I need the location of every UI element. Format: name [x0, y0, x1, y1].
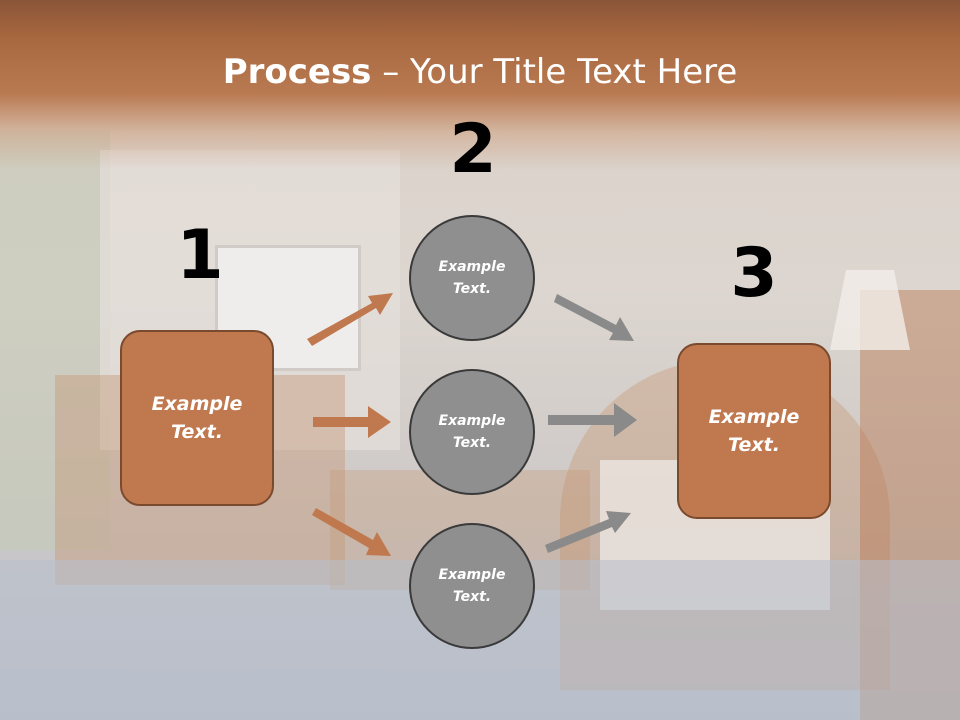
arrow-1-to-middle	[313, 406, 391, 438]
step-1-box: Example Text.	[120, 330, 274, 506]
step-3-box: Example Text.	[677, 343, 831, 519]
step-number-3: 3	[730, 234, 778, 313]
circle-middle-text: Example Text.	[438, 412, 506, 451]
step-1-text: Example Text.	[151, 392, 243, 444]
step-3-text: Example Text.	[708, 405, 800, 457]
circle-top: Example Text.	[409, 215, 535, 341]
title-rest: – Your Title Text Here	[371, 52, 738, 92]
step-number-1: 1	[176, 216, 224, 295]
title-band	[0, 0, 960, 170]
title-bold: Process	[222, 52, 372, 92]
arrow-middle-to-3	[548, 403, 637, 437]
arrow-1-to-bottom	[312, 508, 391, 556]
circle-middle: Example Text.	[409, 369, 535, 495]
step-number-2: 2	[449, 110, 497, 189]
slide-title: Process – Your Title Text Here	[0, 52, 960, 92]
circle-bottom-text: Example Text.	[438, 566, 506, 605]
arrow-top-to-3	[554, 294, 634, 341]
arrow-1-to-top	[307, 293, 393, 346]
circle-bottom: Example Text.	[409, 523, 535, 649]
arrow-bottom-to-3	[545, 511, 631, 553]
circle-top-text: Example Text.	[438, 258, 506, 297]
